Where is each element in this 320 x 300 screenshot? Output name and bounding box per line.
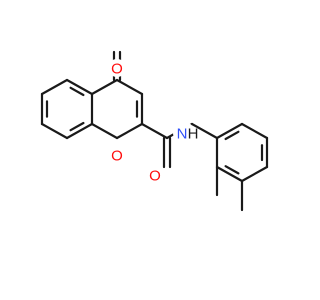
bond-a2-a3-inner <box>69 86 85 97</box>
bond-r2-r3 <box>240 122 269 140</box>
bond-r4-r5 <box>240 165 269 183</box>
atom-label-o-amide: O <box>149 168 161 185</box>
atom-amide-nitrogen: N H <box>173 122 198 144</box>
bond-c2-cam <box>140 122 169 140</box>
bond-a3-c4 <box>90 78 119 96</box>
bond-n-r1 <box>190 122 219 140</box>
atom-label-o-carbonyl: O <box>111 61 123 78</box>
bond-a4-a5-outer <box>65 122 94 140</box>
bond-c2-o1 <box>115 122 144 140</box>
bond-a2-a3-outer <box>65 78 94 96</box>
atom-amide-oxygen: O <box>146 166 164 185</box>
molecule-structure: O O O N H <box>40 50 269 212</box>
bond-o1-a4 <box>90 122 119 140</box>
atom-ring-oxygen: O <box>108 146 126 165</box>
bond-a5-a6 <box>40 122 69 140</box>
molecule-canvas: O O O N H <box>40 50 269 212</box>
bond-layer <box>40 50 269 212</box>
bond-r5-r6-inner <box>224 165 240 175</box>
bond-c4-c3 <box>115 78 144 96</box>
bond-r5-r6-outer <box>215 165 244 183</box>
bond-r1-r2-outer <box>215 122 244 140</box>
atom-label-o-ring: O <box>111 148 123 165</box>
atom-carbonyl-oxygen: O <box>108 59 126 78</box>
atom-label-h: H <box>188 126 199 143</box>
bond-a4-a5-inner <box>69 121 85 132</box>
bond-r1-r2-inner <box>224 130 240 141</box>
atom-label-layer: O O O N H <box>108 59 198 185</box>
atom-label-n: N <box>177 126 188 143</box>
bond-a1-a2 <box>40 78 69 96</box>
